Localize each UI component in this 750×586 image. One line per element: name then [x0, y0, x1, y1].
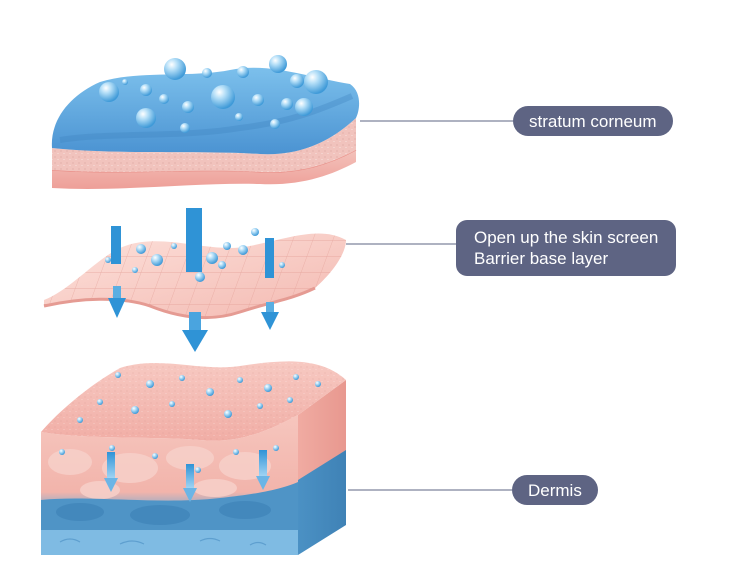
down-arrow-icon-group-middle — [108, 208, 279, 352]
dermis-label: Dermis — [512, 475, 598, 505]
down-arrow-icon-group-bottom — [104, 450, 270, 502]
dermis-block — [41, 361, 346, 555]
barrier-base-layer — [43, 208, 346, 352]
stratum-corneum-label: stratum corneum — [513, 106, 673, 136]
stratum-corneum-text: stratum corneum — [529, 111, 657, 131]
water-droplet-icon-group-top — [99, 55, 328, 133]
barrier-text-line1: Open up the skin screen — [474, 228, 659, 247]
water-droplet-icon-group-bottom — [59, 372, 321, 473]
barrier-text-line2: Barrier base layer — [474, 249, 609, 268]
dermis-cells — [48, 446, 271, 499]
dermis-text: Dermis — [528, 480, 582, 500]
barrier-label: Open up the skin screen Barrier base lay… — [456, 220, 677, 276]
water-droplet-icon-group-middle — [105, 228, 285, 282]
stratum-corneum-layer — [51, 55, 360, 189]
